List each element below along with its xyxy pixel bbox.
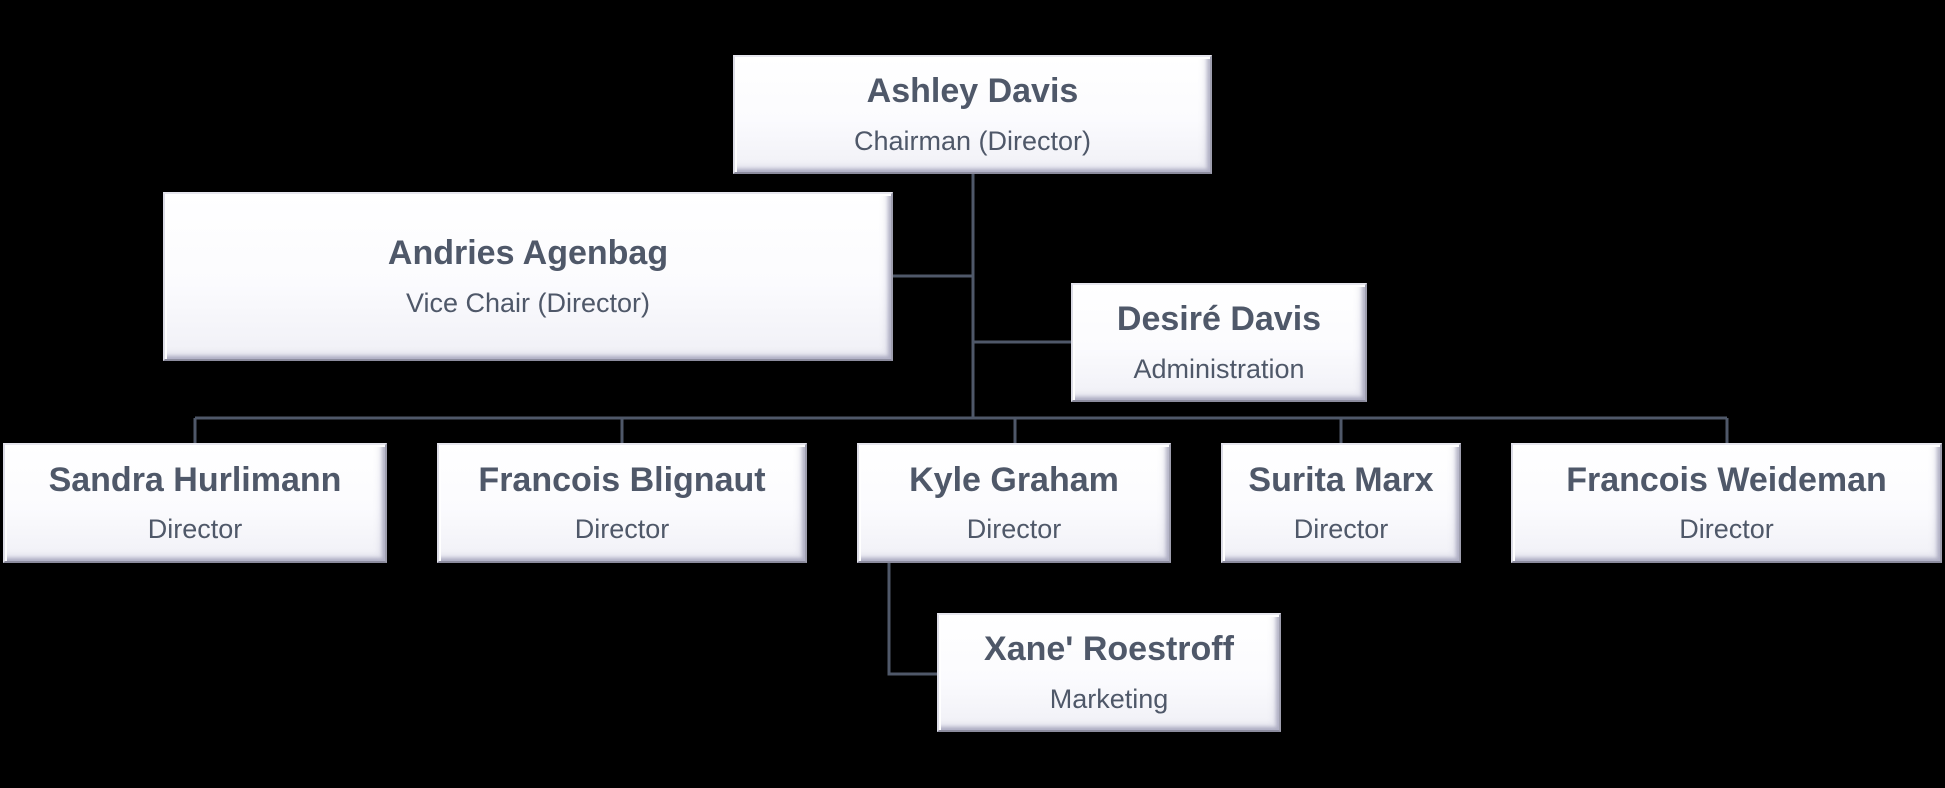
person-role: Director	[147, 514, 243, 545]
person-name: Xane' Roestroff	[984, 630, 1234, 669]
org-node-director-3: Kyle Graham Director	[857, 443, 1171, 563]
person-name: Francois Blignaut	[478, 460, 766, 499]
person-name: Andries Agenbag	[387, 234, 669, 273]
person-role: Administration	[1133, 353, 1305, 384]
org-node-chair: Ashley Davis Chairman (Director)	[733, 55, 1212, 174]
org-node-director-1: Sandra Hurlimann Director	[3, 443, 387, 563]
org-node-vice-chair: Andries Agenbag Vice Chair (Director)	[163, 192, 893, 361]
person-role: Vice Chair (Director)	[405, 287, 651, 318]
person-role: Director	[966, 514, 1062, 545]
org-node-marketing: Xane' Roestroff Marketing	[937, 613, 1281, 732]
person-name: Sandra Hurlimann	[48, 460, 342, 499]
person-role: Marketing	[1049, 683, 1169, 714]
org-node-director-2: Francois Blignaut Director	[437, 443, 807, 563]
person-role: Chairman (Director)	[853, 125, 1092, 156]
person-name: Desiré Davis	[1116, 300, 1322, 339]
person-name: Kyle Graham	[909, 460, 1119, 499]
person-name: Surita Marx	[1248, 460, 1434, 499]
person-role: Director	[1293, 514, 1389, 545]
org-node-director-4: Surita Marx Director	[1221, 443, 1461, 563]
person-role: Director	[574, 514, 670, 545]
org-node-director-5: Francois Weideman Director	[1511, 443, 1942, 563]
marketing-connector	[887, 563, 937, 676]
person-name: Francois Weideman	[1566, 460, 1887, 499]
person-role: Director	[1679, 514, 1774, 545]
person-name: Ashley Davis	[866, 72, 1079, 111]
org-node-administration: Desiré Davis Administration	[1071, 283, 1367, 402]
